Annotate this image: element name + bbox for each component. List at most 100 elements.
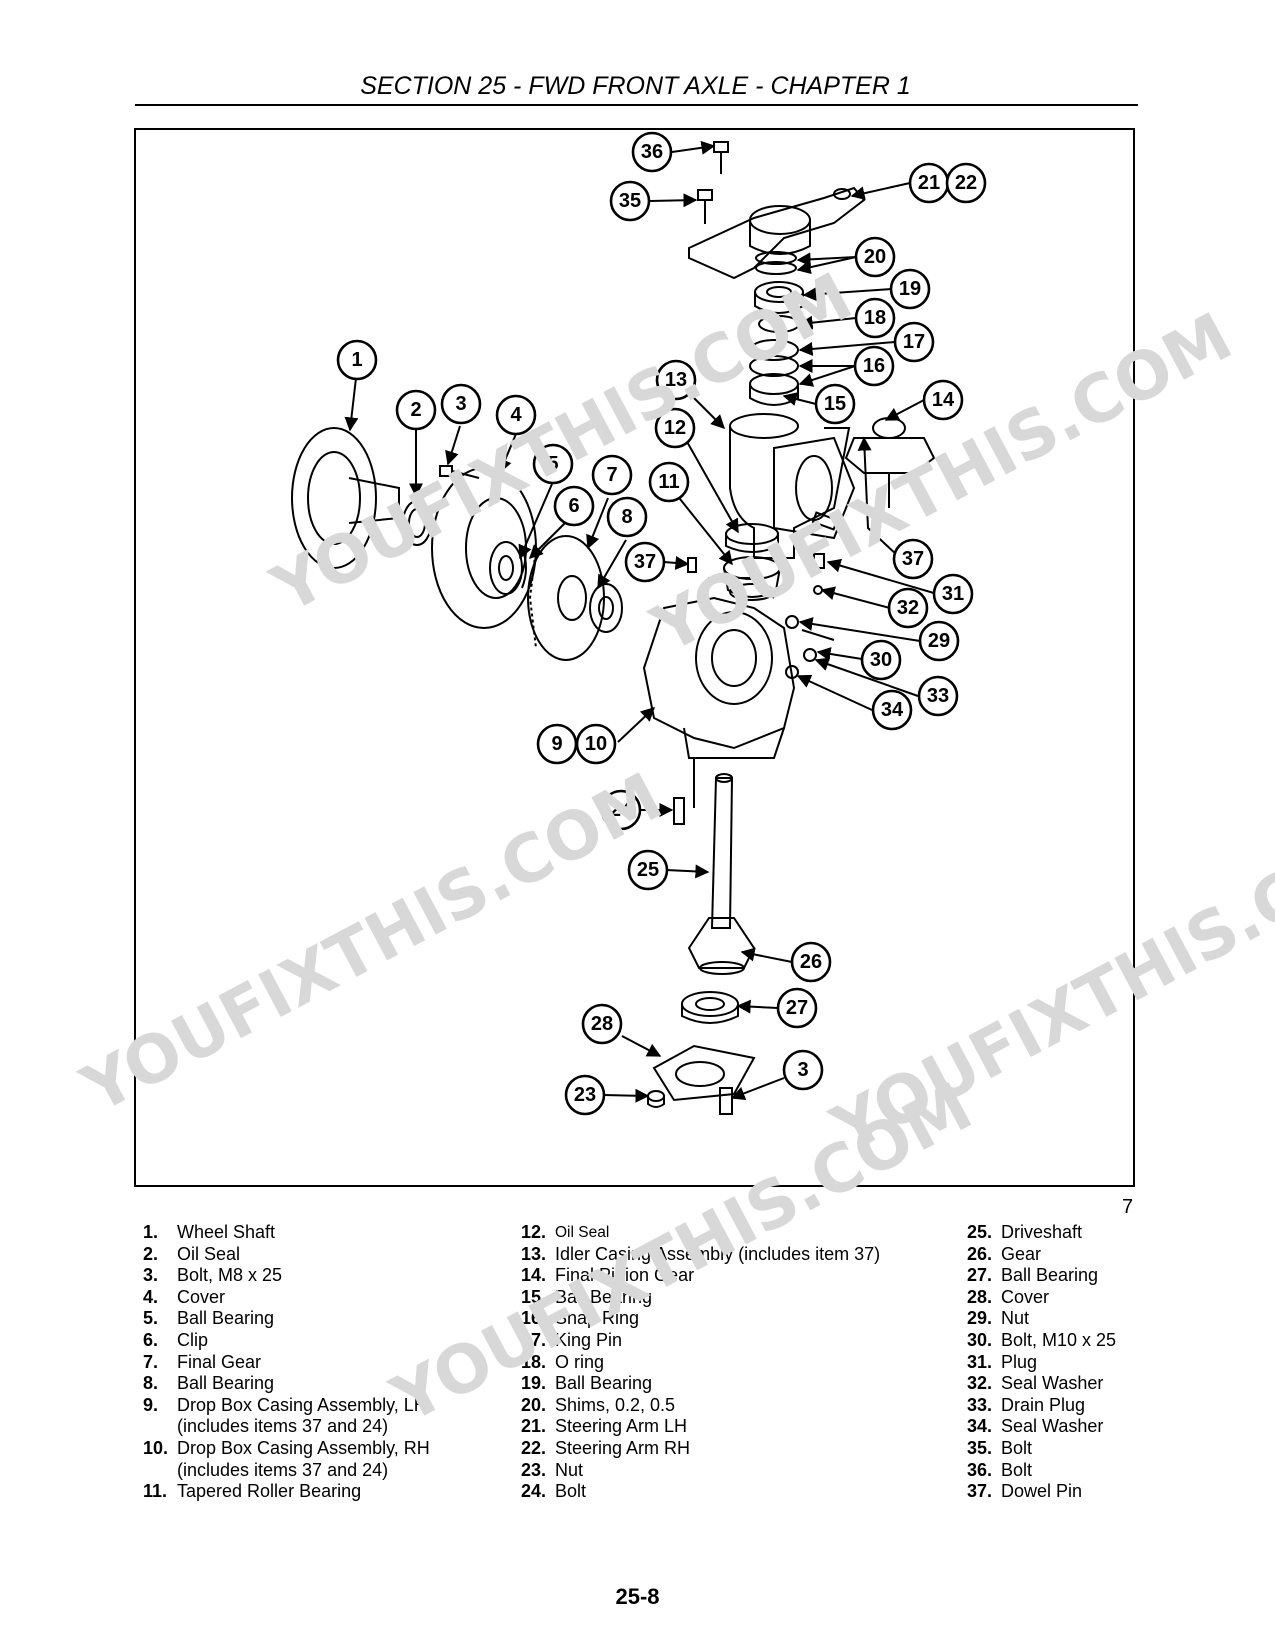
page-number: 25-8 [615, 1584, 660, 1609]
part-bearing-27 [681, 991, 739, 1024]
svg-text:19: 19 [899, 278, 921, 300]
part-dowel-pin-left [687, 557, 697, 573]
callout-3: 3 [440, 383, 482, 425]
callout-22: 22 [945, 162, 987, 204]
legend-item: 37.Dowel Pin [967, 1481, 1083, 1502]
callout-9: 9 [536, 723, 578, 765]
legend-item: 22.Steering Arm RH [521, 1437, 691, 1458]
part-bearing-19 [754, 281, 804, 314]
svg-text:35: 35 [619, 190, 641, 212]
callout-3-lower: 3 [782, 1049, 824, 1091]
callout-17: 17 [893, 321, 935, 363]
callout-37-left: 37 [624, 541, 666, 583]
svg-text:33: 33 [927, 685, 949, 707]
part-king-pin-stack [749, 339, 799, 406]
legend-item: 18.O ring [521, 1351, 605, 1372]
callout-7: 7 [591, 454, 633, 496]
callout-12: 12 [654, 407, 696, 449]
callout-5: 5 [532, 443, 574, 485]
callout-29: 29 [918, 620, 960, 662]
legend-item: 8.Ball Bearing [143, 1373, 275, 1394]
legend-item: 26.Gear [967, 1243, 1042, 1264]
part-bolt-24 [673, 797, 685, 825]
callout-28: 28 [581, 1003, 623, 1045]
callout-8: 8 [606, 496, 648, 538]
parts-legend-column-3: 25.Driveshaft 26.Gear 27.Ball Bearing 28… [967, 1222, 1217, 1503]
legend-item: 36.Bolt [967, 1459, 1033, 1480]
svg-text:27: 27 [786, 997, 808, 1019]
figure-number: 7 [1122, 1196, 1134, 1218]
svg-text:3: 3 [455, 393, 466, 415]
callout-21: 21 [908, 162, 950, 204]
callout-33: 33 [917, 675, 959, 717]
leader-lines [344, 140, 945, 1103]
parts-legend-column-1: 1.Wheel Shaft 2.Oil Seal 3.Bolt, M8 x 25… [143, 1222, 503, 1503]
part-idler-casing [729, 413, 856, 559]
figure-frame [134, 128, 1135, 1187]
svg-text:6: 6 [568, 495, 579, 517]
svg-text:32: 32 [897, 597, 919, 619]
svg-text:37: 37 [902, 548, 924, 570]
svg-text:1: 1 [351, 349, 362, 371]
part-nut-23 [647, 1090, 665, 1108]
svg-text:12: 12 [664, 417, 686, 439]
svg-text:5: 5 [547, 453, 558, 475]
legend-item: 6.Clip [143, 1329, 209, 1350]
callout-36: 36 [631, 131, 673, 173]
callout-30: 30 [860, 639, 902, 681]
part-oil-seal-12 [725, 523, 779, 553]
svg-text:23: 23 [574, 1084, 596, 1106]
legend-item: 31.Plug [967, 1351, 1038, 1372]
part-steering-arm [688, 186, 866, 280]
part-bearing-8 [589, 583, 623, 633]
part-bolt-3-lower [719, 1087, 733, 1115]
legend-item: 19.Ball Bearing [521, 1373, 653, 1394]
part-bolt-35 [697, 189, 713, 224]
part-drop-box-casing [642, 577, 796, 808]
svg-text:28: 28 [591, 1013, 613, 1035]
svg-text:21: 21 [918, 172, 940, 194]
svg-text:8: 8 [621, 506, 632, 528]
legend-item: 23.Nut [521, 1459, 584, 1480]
part-shims [755, 251, 797, 275]
svg-text:14: 14 [932, 389, 955, 411]
callout-23: 23 [564, 1074, 606, 1116]
callout-13: 13 [655, 359, 697, 401]
legend-item: 17.King Pin [521, 1329, 623, 1350]
legend-item: 5.Ball Bearing [143, 1308, 275, 1329]
legend-item: 15.Ball Bearing [521, 1286, 653, 1307]
svg-text:15: 15 [824, 393, 846, 415]
legend-item-continued: (includes items 37 and 24) [177, 1459, 389, 1480]
svg-text:13: 13 [665, 369, 687, 391]
callout-14: 14 [922, 379, 964, 421]
svg-text:9: 9 [551, 733, 562, 755]
legend-item: 25.Driveshaft [967, 1222, 1083, 1242]
svg-text:20: 20 [864, 246, 886, 268]
legend-item: 9.Drop Box Casing Assembly, LH [143, 1394, 427, 1415]
legend-item: 1.Wheel Shaft [143, 1222, 276, 1242]
legend-item: 29.Nut [967, 1308, 1030, 1329]
legend-item: 32.Seal Washer [967, 1373, 1104, 1394]
svg-text:25: 25 [637, 859, 659, 881]
svg-text:22: 22 [955, 172, 977, 194]
legend-item: 30.Bolt, M10 x 25 [967, 1329, 1117, 1350]
callout-2: 2 [395, 389, 437, 431]
part-wheel-shaft [291, 427, 400, 569]
legend-item: 34.Seal Washer [967, 1416, 1104, 1437]
legend-item: 13.Idler Casing Assembly (includes item … [521, 1243, 881, 1264]
svg-text:2: 2 [410, 399, 421, 421]
part-bearing-5 [489, 541, 523, 595]
legend-item: 3.Bolt, M8 x 25 [143, 1265, 283, 1286]
legend-item: 24.Bolt [521, 1481, 587, 1502]
svg-text:37: 37 [634, 551, 656, 573]
legend-item-continued: (includes items 37 and 24) [177, 1416, 389, 1437]
legend-item: 4.Cover [143, 1286, 226, 1307]
part-oil-seal-2 [402, 500, 432, 546]
callout-19: 19 [889, 268, 931, 310]
svg-text:34: 34 [881, 699, 904, 721]
callout-15: 15 [814, 383, 856, 425]
legend-item: 11.Tapered Roller Bearing [143, 1481, 362, 1502]
callout-10: 10 [575, 723, 617, 765]
header-rule [135, 104, 1138, 106]
callout-4: 4 [495, 394, 537, 436]
